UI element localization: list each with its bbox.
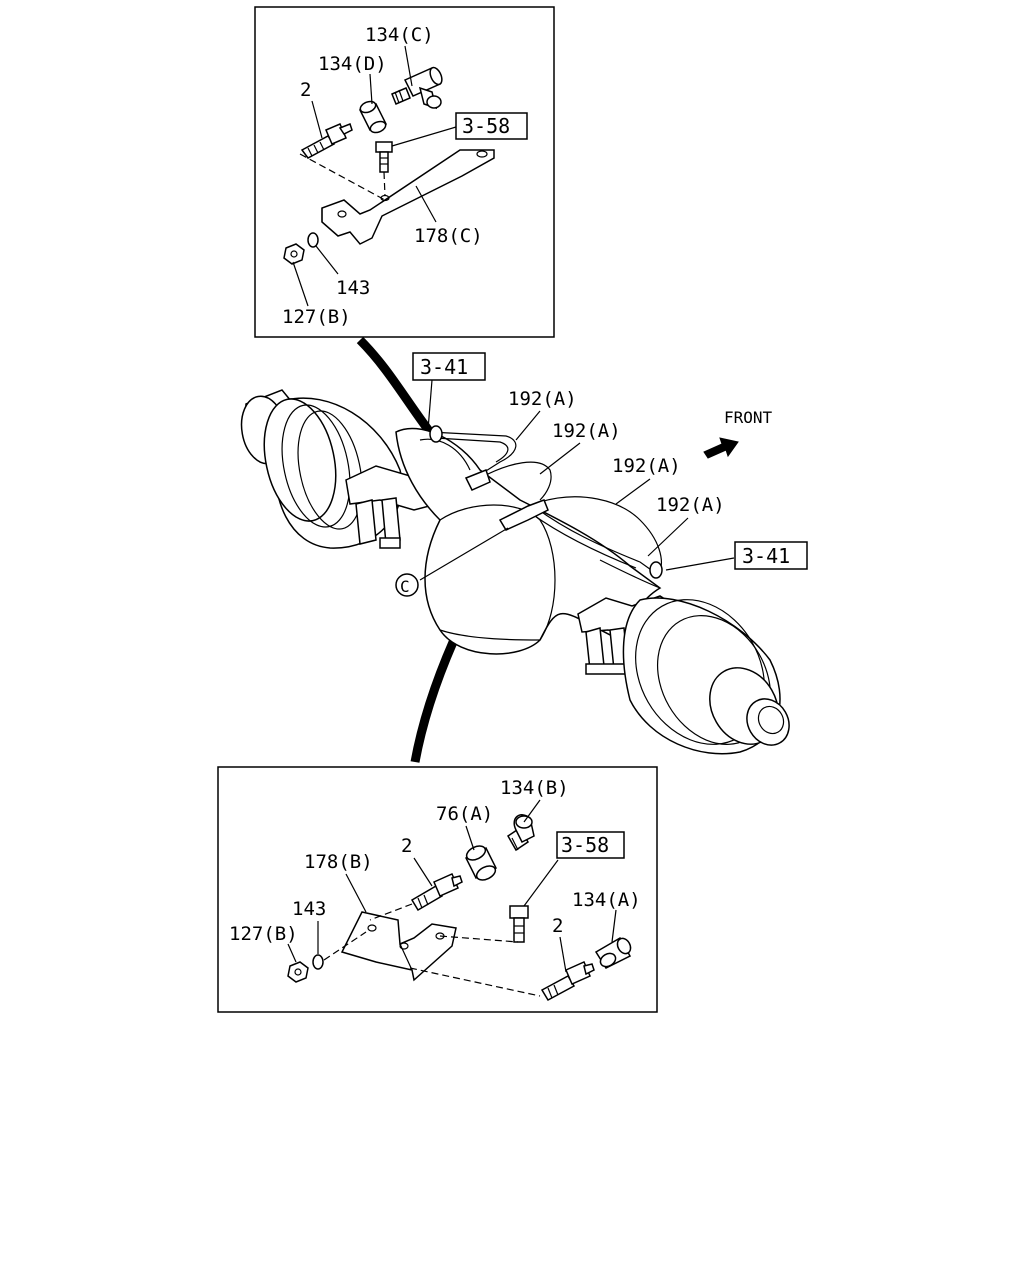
- label-134b: 134(B): [500, 777, 569, 799]
- bolt-bottom[interactable]: [509, 905, 529, 943]
- coupling-76a[interactable]: [464, 843, 498, 883]
- leader-134d: [369, 73, 373, 105]
- leader-341-right: [665, 557, 735, 571]
- coupling-134a[interactable]: [594, 936, 633, 969]
- leader-2-top: [311, 100, 323, 139]
- label-127b-top: 127(B): [282, 306, 351, 328]
- hose-end-right: [649, 561, 663, 579]
- axle-assembly: 3-41 192(A) 192(A) 192(A) 192(A) 3-41 FR…: [240, 336, 808, 763]
- leader-134b: [523, 799, 541, 823]
- ref-box-341-right[interactable]: [734, 541, 808, 570]
- label-76a: 76(A): [436, 803, 493, 825]
- centerline-bottom-2: [323, 931, 367, 961]
- union-2-bottom-lower[interactable]: [540, 961, 595, 1001]
- bottom-inset-frame: [217, 766, 658, 1013]
- nut-127b-bottom[interactable]: [287, 961, 309, 983]
- bracket-178b[interactable]: [340, 911, 457, 982]
- leader-192a-3: [615, 478, 651, 505]
- label-192a-4: 192(A): [656, 494, 725, 516]
- centerline-top-2: [383, 171, 386, 197]
- label-2-bottom-upper: 2: [401, 835, 412, 857]
- ref-box-358-bottom[interactable]: [556, 831, 625, 859]
- junction-left: [464, 469, 491, 491]
- bottom-inset: 134(B) 76(A) 3-58 2 178(B) 143 127(B) 13…: [217, 766, 658, 1013]
- bolt-top[interactable]: [375, 141, 393, 173]
- centerline-bottom-3: [439, 935, 519, 943]
- leader-c: [419, 527, 509, 581]
- ref-box-341-top[interactable]: [412, 352, 486, 381]
- label-134c: 134(C): [365, 24, 434, 46]
- elbow-fitting-134b[interactable]: [507, 814, 535, 852]
- union-2-bottom-upper[interactable]: [410, 873, 463, 912]
- right-hub: [622, 597, 790, 755]
- top-inset-frame: [254, 6, 555, 338]
- callout-c-letter: C: [400, 577, 410, 596]
- label-143-bottom: 143: [292, 898, 326, 920]
- leader-76a: [465, 825, 475, 851]
- label-192a-3: 192(A): [612, 455, 681, 477]
- top-inset: 134(C) 134(D) 2 3-58 178(C) 143 127(B): [254, 6, 555, 338]
- bracket-178c[interactable]: [321, 149, 495, 245]
- leader-192a-1: [515, 410, 541, 441]
- label-178c: 178(C): [414, 225, 483, 247]
- leader-2-bottom-lower: [559, 936, 567, 973]
- leader-341-top: [427, 379, 433, 431]
- front-label: FRONT: [724, 408, 773, 427]
- washer-143-top[interactable]: [307, 232, 319, 248]
- ref-box-358-top[interactable]: [455, 112, 528, 140]
- leader-358-bottom: [523, 859, 559, 907]
- leader-178c: [415, 185, 437, 223]
- label-134d: 134(D): [318, 53, 387, 75]
- centerline-bottom-1: [369, 903, 413, 921]
- leader-134c: [404, 45, 413, 87]
- centerline-top-1: [299, 153, 386, 201]
- label-192a-1: 192(A): [508, 388, 577, 410]
- brake-hoses: [429, 425, 663, 579]
- label-134a: 134(A): [572, 889, 641, 911]
- junction-center: [498, 499, 549, 531]
- hose-end-left: [429, 425, 443, 443]
- tee-fitting-134c[interactable]: [391, 66, 444, 110]
- label-192a-2: 192(A): [552, 420, 621, 442]
- leader-127b-bottom: [287, 943, 297, 963]
- leader-143-top: [315, 245, 339, 275]
- leader-178b: [345, 873, 367, 913]
- c-callout-icon: [395, 573, 419, 597]
- label-143-top: 143: [336, 277, 370, 299]
- union-2-top[interactable]: [300, 123, 353, 159]
- washer-143-bottom[interactable]: [312, 954, 324, 970]
- leader-2-bottom-upper: [413, 857, 433, 887]
- label-2-bottom-lower: 2: [552, 915, 563, 937]
- ref-358-bottom[interactable]: 3-58: [561, 833, 609, 857]
- leader-192a-4: [647, 517, 689, 557]
- label-2-top: 2: [300, 79, 311, 101]
- label-178b: 178(B): [304, 851, 373, 873]
- leader-358-top: [391, 126, 457, 147]
- nut-127b-top[interactable]: [283, 243, 305, 265]
- leader-127b-top: [292, 261, 309, 307]
- ref-341-right[interactable]: 3-41: [742, 544, 790, 568]
- centerline-bottom-4: [409, 967, 541, 997]
- ref-341-top[interactable]: 3-41: [420, 355, 468, 379]
- coupling-134d[interactable]: [358, 99, 388, 134]
- ref-358-top[interactable]: 3-58: [462, 114, 510, 138]
- leader-134a: [611, 909, 617, 943]
- front-arrow-icon: [703, 437, 739, 459]
- label-127b-bottom: 127(B): [229, 923, 298, 945]
- leader-192a-2: [539, 442, 581, 475]
